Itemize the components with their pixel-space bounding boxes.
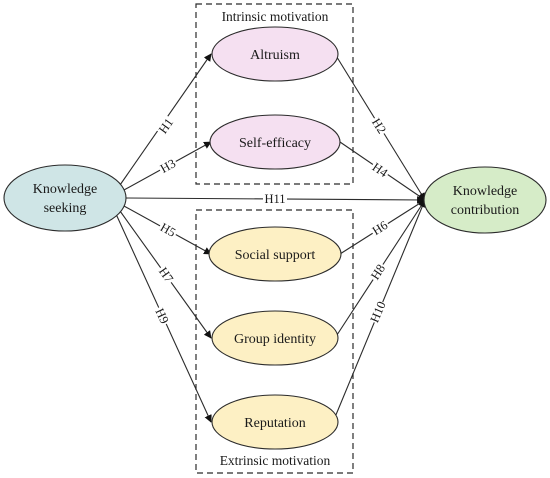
node-self-efficacy-label: Self-efficacy <box>239 136 311 151</box>
node-knowledge-seeking-line2: seeking <box>44 201 87 216</box>
edge-label-h7: H7 <box>155 263 178 287</box>
edge-label-h8: H8 <box>366 260 389 284</box>
node-knowledge-seeking-line1: Knowledge <box>33 182 98 197</box>
node-reputation: Reputation <box>211 394 339 450</box>
svg-text:H6: H6 <box>370 218 390 238</box>
svg-text:H3: H3 <box>158 156 178 176</box>
node-social-support: Social support <box>208 226 342 282</box>
svg-text:H2: H2 <box>369 116 389 136</box>
svg-text:H10: H10 <box>367 299 388 324</box>
extrinsic-motivation-label: Extrinsic motivation <box>220 453 331 468</box>
intrinsic-motivation-label: Intrinsic motivation <box>222 9 329 24</box>
node-altruism-label: Altruism <box>250 48 300 63</box>
svg-text:H5: H5 <box>158 220 178 240</box>
node-reputation-label: Reputation <box>244 416 305 431</box>
node-self-efficacy: Self-efficacy <box>209 114 341 170</box>
edge-label-h4: H4 <box>368 158 392 181</box>
node-group-identity: Group identity <box>211 310 339 366</box>
node-social-support-label: Social support <box>235 248 316 263</box>
svg-text:H4: H4 <box>370 160 391 181</box>
node-knowledge-contribution: Knowledge contribution <box>423 166 547 234</box>
svg-text:H8: H8 <box>368 262 388 282</box>
edge-label-h9: H9 <box>151 304 174 328</box>
svg-text:H7: H7 <box>156 265 176 286</box>
edge-label-h6: H6 <box>368 216 392 239</box>
edge-label-h5: H5 <box>156 218 180 241</box>
edge-label-h2: H2 <box>368 114 391 138</box>
svg-text:H11: H11 <box>264 192 285 206</box>
edge-label-h10: H10 <box>366 298 389 325</box>
edge-label-h1: H1 <box>154 114 177 138</box>
node-knowledge-contribution-line2: contribution <box>451 203 519 218</box>
node-knowledge-contribution-line1: Knowledge <box>453 184 518 199</box>
edge-label-h11: H11 <box>263 191 287 206</box>
edge-label-h3: H3 <box>156 154 180 177</box>
node-altruism: Altruism <box>211 26 339 82</box>
node-knowledge-seeking: Knowledge seeking <box>3 164 127 232</box>
intrinsic-motivation-box <box>195 3 354 185</box>
svg-text:H9: H9 <box>152 306 171 326</box>
node-group-identity-label: Group identity <box>234 332 316 347</box>
svg-text:H1: H1 <box>156 116 176 137</box>
